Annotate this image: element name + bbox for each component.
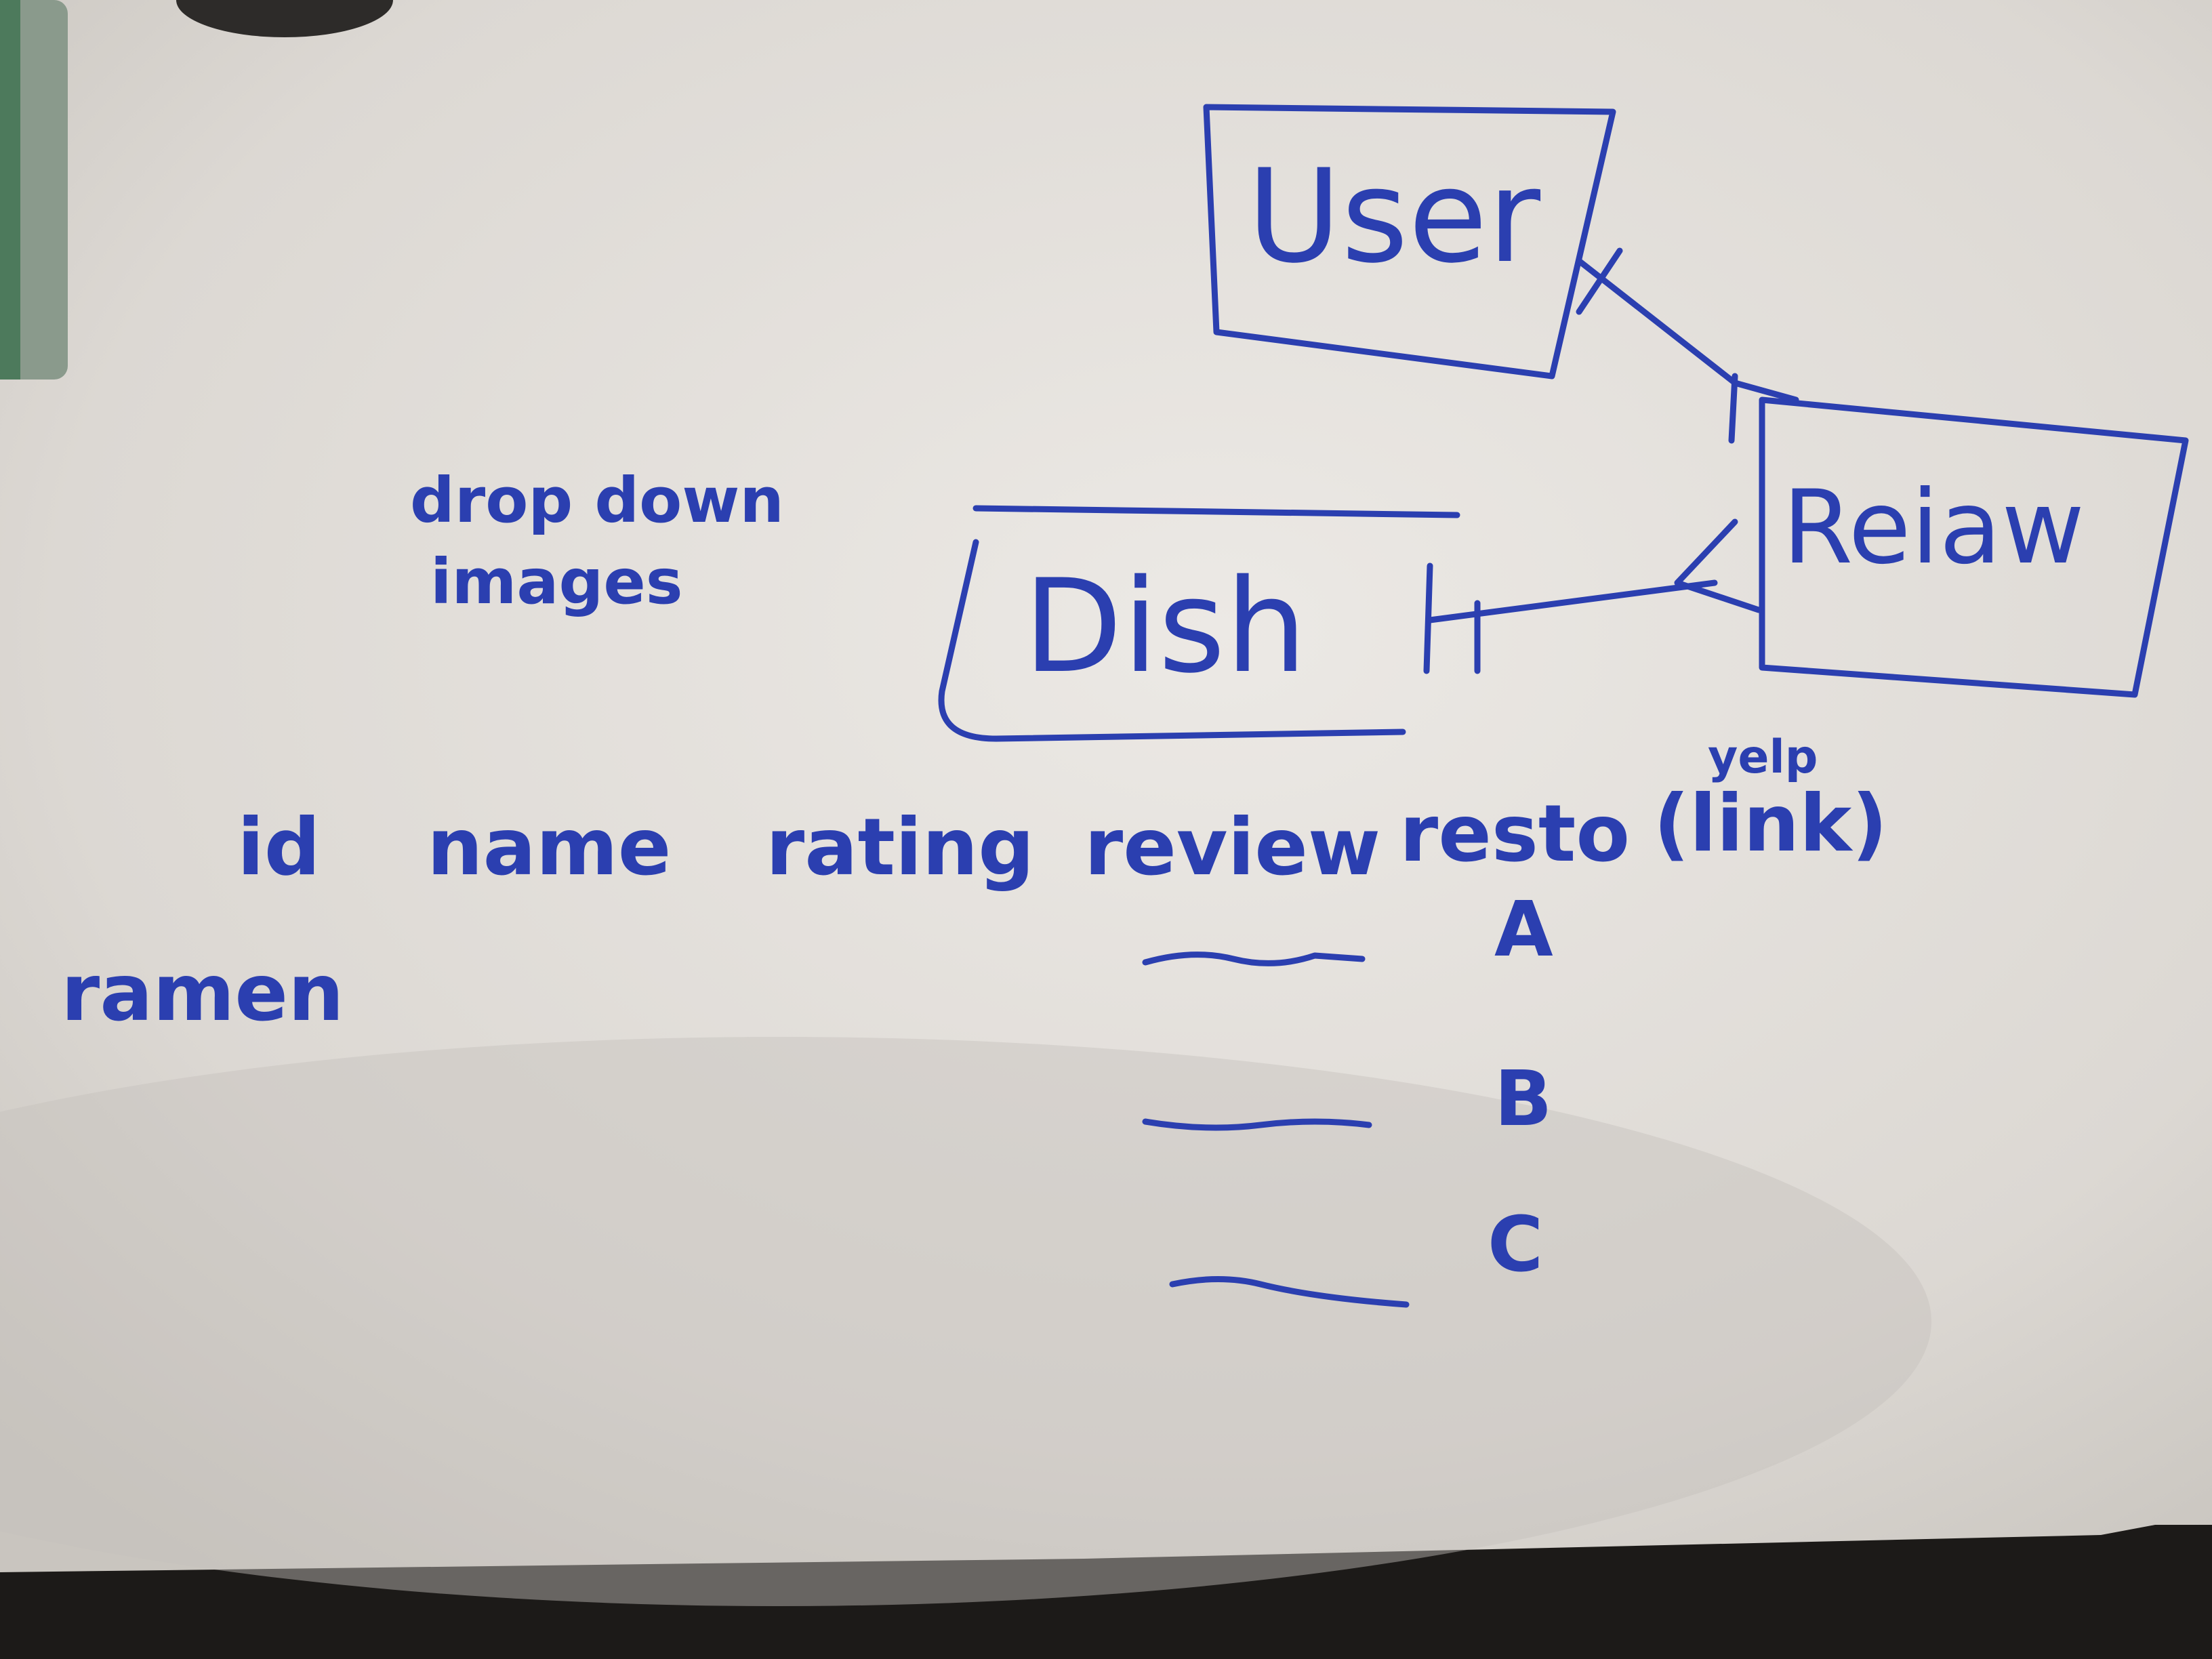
table-header: id name rating review resto yelp (link)	[237, 731, 1887, 893]
column-header-name: name	[427, 802, 671, 893]
note-line-2: images	[430, 546, 683, 618]
entity-dish-box	[938, 539, 1406, 742]
resto-value-a: A	[1494, 886, 1553, 974]
column-link-top-label: yelp	[1708, 731, 1818, 784]
relationship-user-review	[1576, 247, 1799, 444]
column-header-rating: rating	[766, 802, 1034, 893]
entity-dish-top-line	[972, 505, 1460, 518]
resto-value-c: C	[1488, 1201, 1543, 1289]
entity-user-label: User	[1247, 142, 1541, 291]
whiteboard-surface	[0, 0, 2212, 1572]
dish-end-marker	[1423, 562, 1433, 674]
review-crowfoot-marker	[1674, 518, 1762, 613]
entity-user-box	[1203, 104, 1616, 380]
entity-review-box	[1759, 396, 2189, 698]
entity-dish-label: Dish	[1023, 552, 1307, 701]
review-squiggle-2	[1142, 1118, 1372, 1131]
column-header-resto: resto	[1399, 788, 1630, 880]
entity-dish: Dish	[938, 505, 1460, 742]
review-squiggle-3	[1169, 1276, 1410, 1308]
row-label: ramen	[61, 947, 344, 1039]
entity-review: Reiaw	[1759, 396, 2189, 698]
corner-objects	[0, 0, 393, 380]
relationship-dish-review	[1423, 518, 1762, 674]
entity-user: User	[1203, 104, 1616, 380]
review-end-marker	[1728, 373, 1738, 444]
user-end-marker	[1576, 247, 1623, 315]
hand-shadow	[0, 1037, 1931, 1606]
column-header-review: review	[1084, 802, 1380, 893]
note-line-1: drop down	[410, 464, 784, 537]
resto-value-b: B	[1494, 1055, 1552, 1143]
column-header-id: id	[237, 802, 321, 893]
review-squiggle-1	[1142, 951, 1366, 966]
entity-review-label: Reiaw	[1782, 469, 2085, 587]
column-header-link: (link)	[1654, 778, 1887, 869]
